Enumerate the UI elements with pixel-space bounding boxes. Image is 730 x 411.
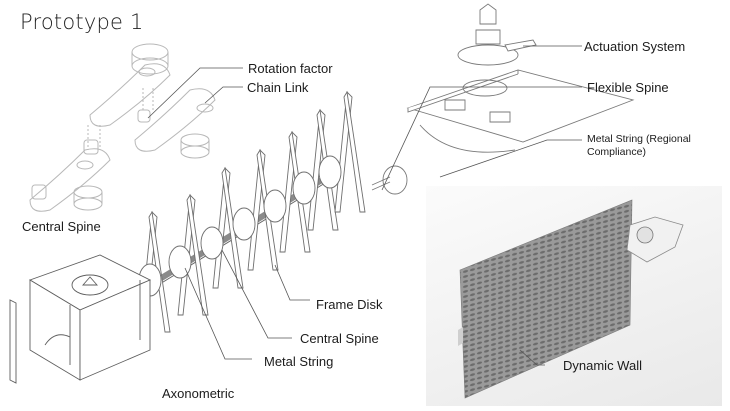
label-metal-string: Metal String (264, 354, 334, 369)
label-dynamic-wall: Dynamic Wall (563, 358, 642, 373)
chain-link-assembly (29, 43, 216, 212)
label-frame-disk: Frame Disk (316, 297, 383, 312)
label-flexible-spine: Flexible Spine (587, 80, 669, 95)
label-central-spine-top: Central Spine (22, 219, 101, 234)
label-rotation-factor: Rotation factor (248, 61, 333, 76)
base-box (9, 254, 152, 384)
label-actuation-system: Actuation System (584, 39, 686, 54)
label-central-spine-bottom: Central Spine (300, 331, 379, 346)
label-axonometric: Axonometric (162, 386, 235, 401)
dynamic-wall-model (458, 199, 684, 399)
label-metal-string-regional: Metal String (Regional Compliance) (587, 133, 691, 158)
diagram-title: Prototype 1 (20, 10, 144, 34)
actuation-assembly (371, 3, 635, 195)
leader-lines (147, 45, 582, 366)
spine-frame-assembly (138, 90, 366, 333)
label-chain-link: Chain Link (247, 80, 309, 95)
